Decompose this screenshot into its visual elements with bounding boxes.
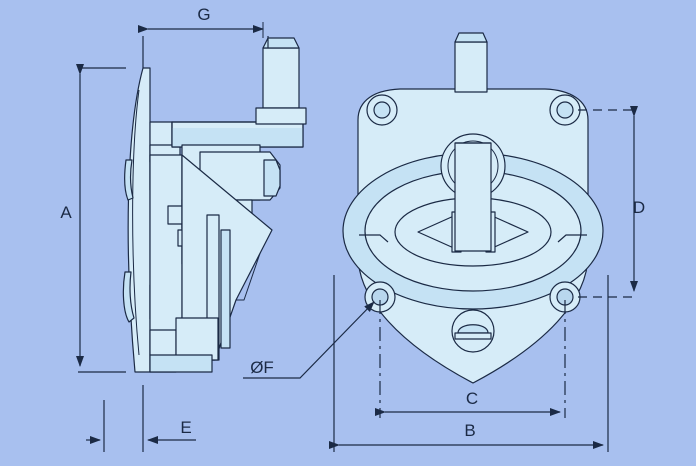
housing-mid-pin [167,205,183,225]
shaft-rod-b [220,229,231,349]
dimension-d [578,106,638,298]
terminal-arm-shade [172,128,303,147]
bezel-tick-right [557,234,587,243]
knob-lever [454,142,492,252]
vent-screw [451,309,495,353]
dimension-label-e: E [180,418,191,437]
side-view [122,37,307,373]
dimension-label-g: G [197,5,210,24]
dimension-label-of: ØF [250,358,274,377]
dimension-b [329,275,609,452]
dimension-a [76,64,126,373]
dimension-e [86,385,196,452]
mounting-hole-top-right [549,94,581,126]
dimension-of-leader [243,301,375,379]
dimension-label-b: B [464,421,475,440]
bezel-tick-left [359,234,389,243]
front-terminal-post [454,41,488,93]
terminal-post-base [255,107,307,125]
dimension-label-d: D [633,198,645,217]
flange-plate [127,67,151,373]
terminal-post-cap [262,37,300,49]
body-base-plate [149,354,213,373]
flange-notch-top [124,159,134,201]
flange-inner-edge [132,89,140,356]
housing-nose-tip [263,159,281,197]
leader-of [243,301,375,379]
body-foot-block [175,317,219,361]
terminal-post [262,47,300,109]
mounting-hole-top-left [366,94,398,126]
dimension-layer [76,22,638,452]
dimension-label-c: C [466,389,478,408]
dimension-g [138,22,269,68]
front-terminal-cap [454,32,488,43]
dimension-c [375,300,566,418]
dimension-label-a: A [60,203,72,222]
flange-notch-bottom [122,271,135,323]
